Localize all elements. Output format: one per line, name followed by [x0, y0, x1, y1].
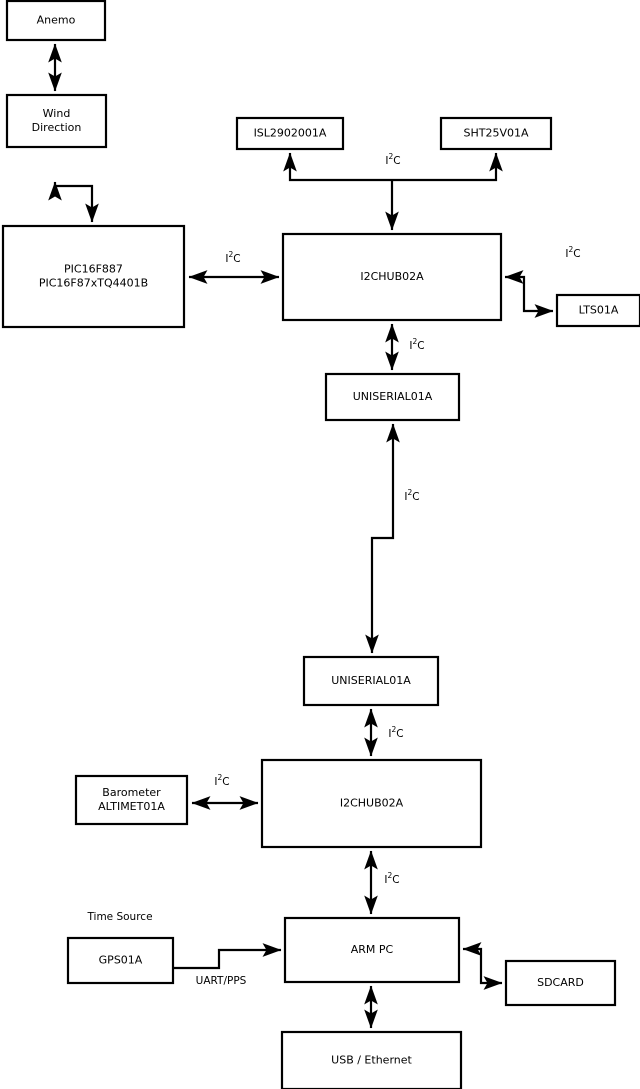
- node-isl[interactable]: ISL2902001A: [235, 116, 345, 151]
- edge-armpc-sdcard: [462, 942, 503, 990]
- edge-label-pic-hub: I2C: [225, 250, 240, 266]
- edge-wind-pic: [48, 181, 99, 223]
- node-label-anemo: Anemo: [37, 14, 76, 27]
- node-box[interactable]: [324, 372, 461, 422]
- edge-line: [462, 942, 503, 990]
- edge-hub-uni-top: I2C: [385, 323, 425, 371]
- node-box[interactable]: [439, 116, 553, 151]
- node-box[interactable]: [235, 116, 345, 151]
- node-label-gps: GPS01A: [99, 954, 143, 967]
- node-box[interactable]: [281, 232, 503, 322]
- edge-gps-armpc: UART/PPS: [173, 943, 282, 987]
- edge-hub-sensors: I2C: [283, 152, 503, 182]
- edge-line: [173, 943, 282, 970]
- edge-line: [48, 181, 99, 223]
- node-box[interactable]: [283, 916, 461, 984]
- edge-label-hub-uni-top: I2C: [409, 337, 424, 353]
- edge-uni-hub-bot: I2C: [364, 708, 404, 757]
- node-hub_top[interactable]: I2CHUB02A: [281, 232, 503, 322]
- edge-label-hub-sensors: I2C: [385, 152, 400, 168]
- node-hub_bot[interactable]: I2CHUB02A: [260, 758, 483, 849]
- edge-uni-uni-link: I2C: [365, 423, 420, 654]
- node-usbeth[interactable]: USB / Ethernet: [280, 1030, 463, 1089]
- node-label-uni_top: UNISERIAL01A: [353, 390, 433, 403]
- node-anemo[interactable]: Anemo: [5, 0, 107, 42]
- node-lts[interactable]: LTS01A: [555, 293, 640, 328]
- node-armpc[interactable]: ARM PC: [283, 916, 461, 984]
- node-box[interactable]: [66, 936, 175, 985]
- edge-label-gps-armpc: UART/PPS: [196, 975, 247, 987]
- node-gps[interactable]: GPS01A: [66, 936, 175, 985]
- node-label-uni_bot: UNISERIAL01A: [331, 674, 411, 687]
- node-label-isl: ISL2902001A: [254, 127, 327, 140]
- edge-line: [365, 423, 400, 654]
- free-labels-layer: Time Source: [86, 911, 152, 923]
- edge-baro-hub: I2C: [191, 773, 259, 810]
- edge-label-hub-armpc: I2C: [384, 871, 399, 887]
- node-box[interactable]: [555, 293, 640, 328]
- node-uni_top[interactable]: UNISERIAL01A: [324, 372, 461, 422]
- edge-pic-hub: I2C: [188, 250, 280, 284]
- node-label-sht: SHT25V01A: [463, 127, 528, 140]
- edge-line: [504, 270, 554, 318]
- edge-label-uni-uni-link: I2C: [404, 488, 419, 504]
- node-label-sdcard: SDCARD: [537, 976, 584, 989]
- node-box[interactable]: [74, 774, 189, 826]
- node-sht[interactable]: SHT25V01A: [439, 116, 553, 151]
- edge-label-baro-hub: I2C: [214, 773, 229, 789]
- node-sdcard[interactable]: SDCARD: [504, 959, 617, 1007]
- node-box[interactable]: [5, 93, 108, 149]
- edge-label-hub-lts: I2C: [565, 245, 580, 261]
- node-box[interactable]: [260, 758, 483, 849]
- edge-label-uni-hub-bot: I2C: [388, 725, 403, 741]
- node-box[interactable]: [5, 0, 107, 42]
- time-source-label: Time Source: [86, 911, 152, 923]
- node-label-usbeth: USB / Ethernet: [331, 1054, 412, 1067]
- edge-hub-armpc: I2C: [364, 850, 400, 915]
- node-box[interactable]: [280, 1030, 463, 1089]
- node-label-hub_top: I2CHUB02A: [360, 270, 424, 283]
- node-label-lts: LTS01A: [579, 304, 619, 317]
- node-uni_bot[interactable]: UNISERIAL01A: [302, 655, 440, 707]
- node-box[interactable]: [1, 224, 186, 329]
- edges-layer: I2C I2C I2C I2C I2C I2C I2C I2C UART/PPS: [48, 43, 581, 1029]
- node-label-hub_bot: I2CHUB02A: [340, 797, 404, 810]
- node-label-armpc: ARM PC: [351, 943, 394, 956]
- node-box[interactable]: [504, 959, 617, 1007]
- node-box[interactable]: [302, 655, 440, 707]
